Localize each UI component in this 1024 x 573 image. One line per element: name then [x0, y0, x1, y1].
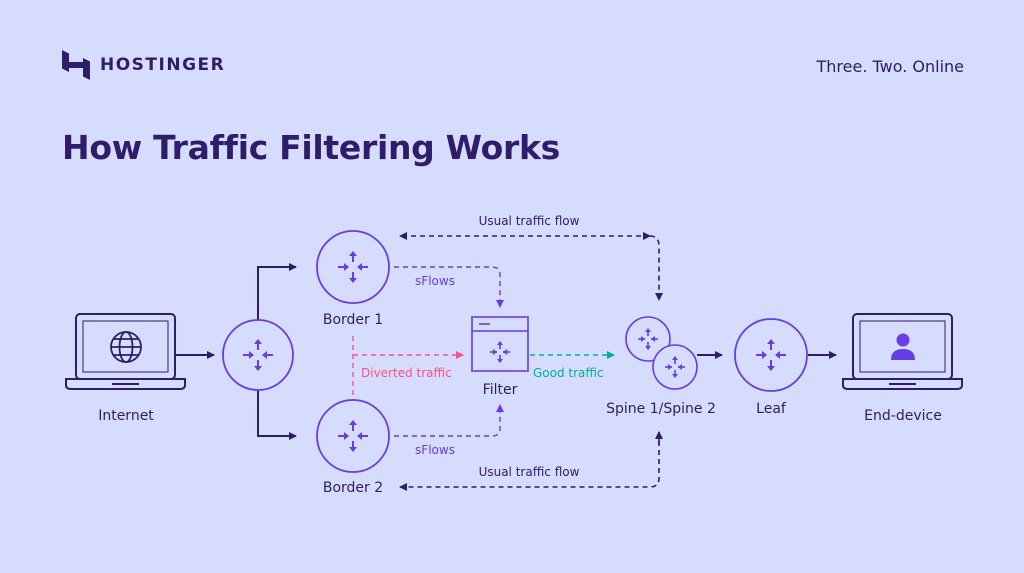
usual-flow-top-label: Usual traffic flow — [479, 214, 580, 228]
leaf-router-icon[interactable] — [734, 318, 808, 392]
diverted-traffic-label: Diverted traffic — [361, 366, 452, 380]
page-title: How Traffic Filtering Works — [62, 128, 560, 167]
hostinger-logo-icon — [62, 50, 90, 80]
brand-logo[interactable]: HOSTINGER — [62, 50, 225, 80]
edge-usual-top-vertical — [642, 231, 663, 301]
globe-icon — [110, 331, 142, 363]
leaf-label: Leaf — [756, 401, 787, 417]
edge-hub-border2 — [257, 390, 297, 440]
user-icon — [891, 333, 915, 360]
edge-sflow-top — [394, 266, 504, 308]
spine-label: Spine 1/Spine 2 — [606, 401, 716, 417]
filter-window-icon[interactable] — [471, 316, 529, 372]
internet-laptop-icon[interactable] — [65, 313, 186, 390]
edge-hub-border1 — [257, 263, 297, 320]
hub-router-icon[interactable] — [222, 319, 294, 391]
diverted-connectors — [352, 336, 464, 400]
border1-label: Border 1 — [323, 312, 383, 328]
edge-usual-bottom — [399, 432, 660, 491]
border2-router-icon[interactable] — [316, 399, 390, 473]
filter-label: Filter — [483, 382, 518, 398]
internet-label: Internet — [98, 408, 154, 424]
sflow-connectors — [394, 266, 504, 437]
border1-router-icon[interactable] — [316, 230, 390, 304]
usual-flow-bottom-label: Usual traffic flow — [479, 465, 580, 479]
sflows-top-label: sFlows — [415, 274, 455, 288]
border2-label: Border 2 — [323, 480, 383, 496]
end-device-laptop-icon[interactable] — [842, 313, 963, 390]
edge-sflow-bottom — [394, 404, 504, 437]
brand-tagline: Three. Two. Online — [816, 57, 965, 76]
brand-name: HOSTINGER — [100, 55, 226, 75]
usual-flow-connectors — [399, 231, 663, 491]
sflows-bottom-label: sFlows — [415, 443, 455, 457]
solid-connectors — [176, 263, 837, 440]
spine-routers-icon[interactable] — [625, 316, 698, 390]
end-device-label: End-device — [864, 408, 942, 424]
good-traffic-label: Good traffic — [533, 366, 604, 380]
